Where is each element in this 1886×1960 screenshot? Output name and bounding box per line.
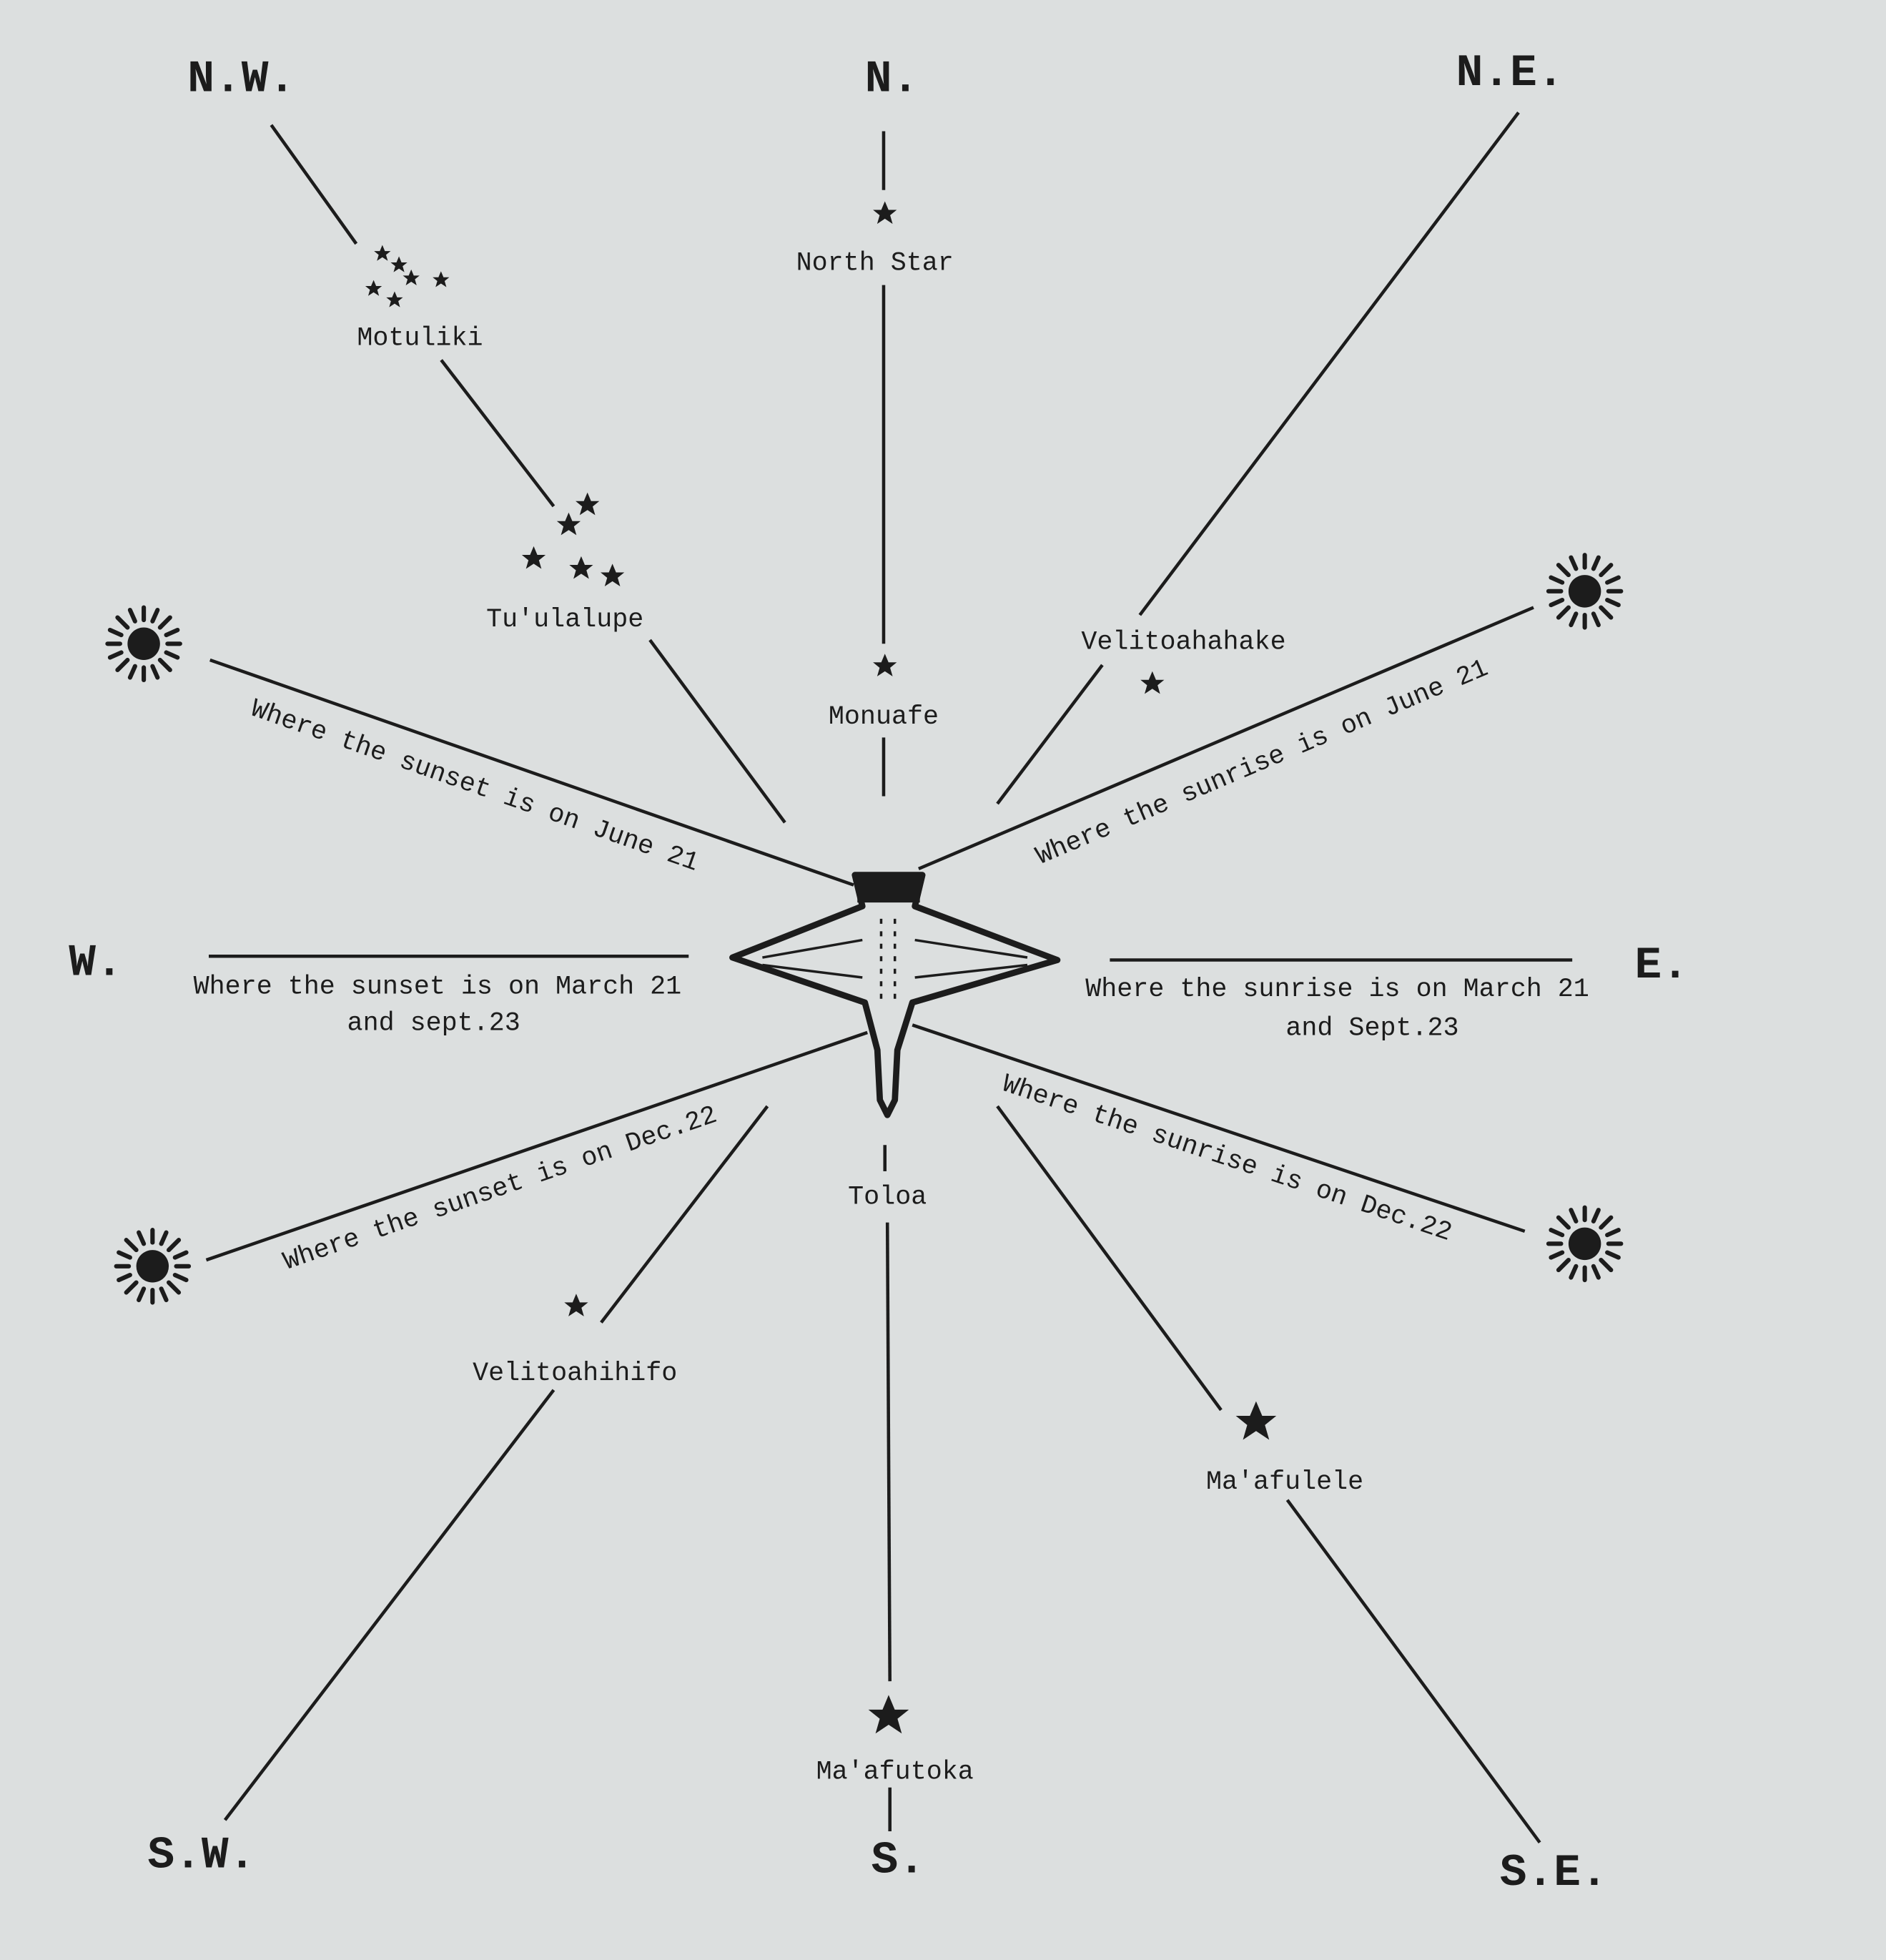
sun-icon	[117, 1230, 189, 1302]
compass-ne: N.E.	[1456, 48, 1564, 99]
label-maafulele: Ma'afulele	[1206, 1467, 1363, 1497]
velitoahahake-star-icon	[1140, 671, 1165, 694]
compass-nw: N.W.	[187, 54, 295, 105]
direction-lines	[205, 111, 1573, 1844]
sun-icon	[1549, 555, 1621, 627]
label-sunset-march-1: Where the sunset is on March 21	[194, 972, 682, 1003]
sun-icon	[107, 608, 179, 680]
sun-icon	[1549, 1208, 1621, 1280]
label-toloa: Toloa	[848, 1182, 927, 1212]
compass-se: S.E.	[1500, 1848, 1608, 1899]
label-tuulalupe: Tu'ulalupe	[486, 605, 643, 635]
compass-n: N.	[865, 54, 919, 105]
maafulele-star-icon	[1235, 1401, 1277, 1440]
compass-labels: N.W. N. N.E. W. E. S.W. S. S.E.	[69, 48, 1689, 1899]
velitoahihifo-star-icon	[564, 1294, 588, 1316]
compass-w: W.	[69, 938, 123, 989]
label-velitoahahake: Velitoahahake	[1081, 627, 1285, 657]
label-motuliki: Motuliki	[357, 323, 483, 353]
monuafe-star-icon	[873, 654, 897, 676]
label-sunrise-june: Where the sunrise is on June 21	[1032, 654, 1493, 872]
label-sunrise-dec: Where the sunrise is on Dec.22	[998, 1069, 1455, 1248]
label-sunset-march-2: and sept.23	[347, 1008, 520, 1038]
motuliki-cluster-icon	[365, 245, 450, 307]
label-maafutoka: Ma'afutoka	[816, 1758, 974, 1788]
label-north-star: North Star	[796, 249, 954, 279]
north-star-icon	[873, 201, 897, 225]
star-labels: North Star Monuafe Motuliki Tu'ulalupe V…	[357, 249, 1363, 1788]
tuulalupe-cluster-icon	[521, 492, 625, 587]
compass-s: S.	[871, 1836, 925, 1886]
maafutoka-star-icon	[868, 1695, 909, 1734]
compass-sw: S.W.	[147, 1831, 255, 1881]
label-monuafe: Monuafe	[829, 702, 939, 732]
compass-e: E.	[1635, 940, 1689, 991]
label-velitoahihifo: Velitoahihifo	[473, 1359, 677, 1389]
label-sunrise-march-2: and Sept.23	[1285, 1013, 1458, 1043]
label-sunrise-march-1: Where the sunrise is on March 21	[1085, 975, 1589, 1005]
label-sunset-june: Where the sunset is on June 21	[247, 694, 702, 879]
frigate-bird-icon	[729, 872, 1061, 1118]
